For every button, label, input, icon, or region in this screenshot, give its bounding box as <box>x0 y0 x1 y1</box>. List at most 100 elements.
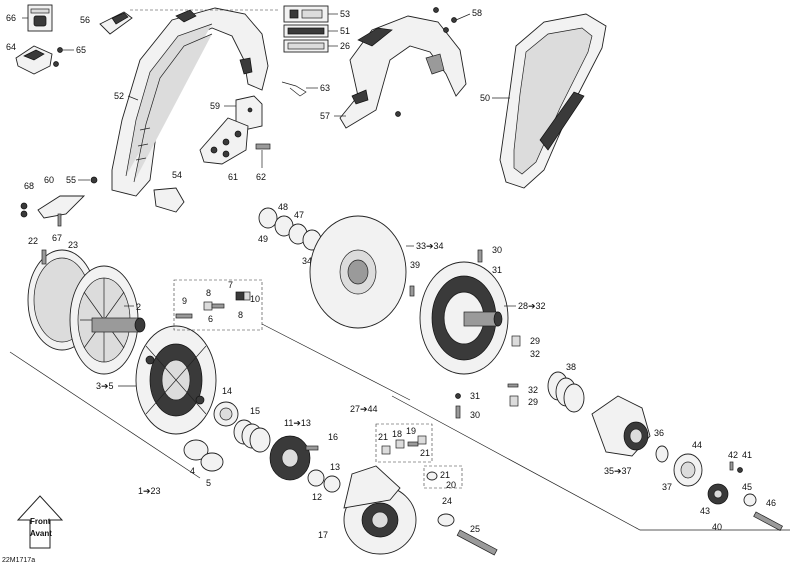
pin-18 <box>395 439 405 449</box>
screw-55 <box>90 176 98 184</box>
callout-54: 54 <box>172 170 182 180</box>
callout-61: 61 <box>228 172 238 182</box>
callout-20: 20 <box>446 480 456 490</box>
tie-63 <box>281 81 307 97</box>
decal-53 <box>283 5 329 23</box>
callout-14: 14 <box>222 386 232 396</box>
mount-61 <box>199 117 249 165</box>
callout-18: 18 <box>392 429 402 439</box>
callout-7: 7 <box>228 280 233 290</box>
callout-59: 59 <box>210 101 220 111</box>
pin-6 <box>211 303 225 309</box>
screw-58d <box>395 111 401 117</box>
bracket-56 <box>99 11 133 35</box>
callout-33: 33➔34 <box>416 241 444 251</box>
bushing-21c <box>426 471 438 481</box>
callout-49: 49 <box>258 234 268 244</box>
spring-38 <box>547 371 585 413</box>
callout-3: 3➔5 <box>96 381 114 391</box>
callout-31a: 31 <box>492 265 502 275</box>
callout-57: 57 <box>320 111 330 121</box>
retainer-43 <box>707 483 729 505</box>
fixed-sheave-2 <box>69 265 146 375</box>
screw-65b <box>53 61 59 67</box>
callout-64: 64 <box>6 42 16 52</box>
callout-8a: 8 <box>206 288 211 298</box>
washer-7 <box>235 291 245 301</box>
decal-26 <box>283 39 329 53</box>
callout-38: 38 <box>566 362 576 372</box>
bracket-60 <box>37 195 86 219</box>
bolt-9 <box>175 313 193 319</box>
clip-64 <box>15 45 53 75</box>
movable-sheave-28 <box>419 261 509 375</box>
bolt-16 <box>305 445 319 451</box>
slider-29a <box>511 335 521 347</box>
callout-58: 58 <box>472 8 482 18</box>
callout-12: 12 <box>312 492 322 502</box>
drive-belt-50 <box>499 13 607 189</box>
bushing-36 <box>655 445 669 463</box>
callout-60: 60 <box>44 175 54 185</box>
callout-5: 5 <box>206 478 211 488</box>
callout-4: 4 <box>190 466 195 476</box>
ring-13 <box>323 475 341 493</box>
bolt-22 <box>41 249 47 265</box>
nut-41 <box>737 467 743 473</box>
callout-19: 19 <box>406 426 416 436</box>
callout-27: 27➔44 <box>350 404 378 414</box>
front-label: Front <box>30 517 51 526</box>
latch-54 <box>153 187 185 213</box>
washer-45 <box>743 493 757 507</box>
callout-30b: 30 <box>470 410 480 420</box>
callout-62: 62 <box>256 172 266 182</box>
callout-50: 50 <box>480 93 490 103</box>
belt-guard-52 <box>111 7 269 197</box>
roller-21b <box>417 435 427 445</box>
callout-16: 16 <box>328 432 338 442</box>
callout-34: 34 <box>302 256 312 266</box>
bolt-67 <box>57 213 62 227</box>
bolt-30a <box>477 249 483 263</box>
roller-8 <box>203 301 213 311</box>
bolt-42 <box>729 461 734 471</box>
ring-5 <box>200 452 224 472</box>
spring-15 <box>233 419 271 453</box>
nut-68 <box>20 202 28 210</box>
washer-24 <box>437 513 455 527</box>
bolt-25 <box>456 529 498 556</box>
bolt-30b <box>455 405 461 419</box>
callout-48: 48 <box>278 202 288 212</box>
callout-26: 26 <box>340 41 350 51</box>
callout-52: 52 <box>114 91 124 101</box>
callout-37: 37 <box>662 482 672 492</box>
callout-45: 45 <box>742 482 752 492</box>
callout-46: 46 <box>766 498 776 508</box>
callout-51: 51 <box>340 26 350 36</box>
callout-32b: 32 <box>528 385 538 395</box>
callout-15: 15 <box>250 406 260 416</box>
callout-36: 36 <box>654 428 664 438</box>
callout-9: 9 <box>182 296 187 306</box>
screw-65 <box>57 47 63 53</box>
movable-sheave-3 <box>135 325 217 435</box>
callout-56: 56 <box>80 15 90 25</box>
callout-8b: 8 <box>238 310 243 320</box>
callout-35: 35➔37 <box>604 466 632 476</box>
callout-63: 63 <box>320 83 330 93</box>
callout-28: 28➔32 <box>518 301 546 311</box>
callout-29a: 29 <box>530 336 540 346</box>
callout-30a: 30 <box>492 245 502 255</box>
callout-1: 1➔23 <box>138 486 161 496</box>
callout-43: 43 <box>700 506 710 516</box>
callout-41: 41 <box>742 450 752 460</box>
callout-11: 11➔13 <box>284 418 311 428</box>
nut-31b <box>455 393 461 399</box>
pin-19 <box>407 441 419 447</box>
callout-68: 68 <box>24 181 34 191</box>
bolt-62 <box>255 143 271 150</box>
callout-17: 17 <box>318 530 328 540</box>
callout-44: 44 <box>692 440 702 450</box>
callout-32a: 32 <box>530 349 540 359</box>
callout-55: 55 <box>66 175 76 185</box>
